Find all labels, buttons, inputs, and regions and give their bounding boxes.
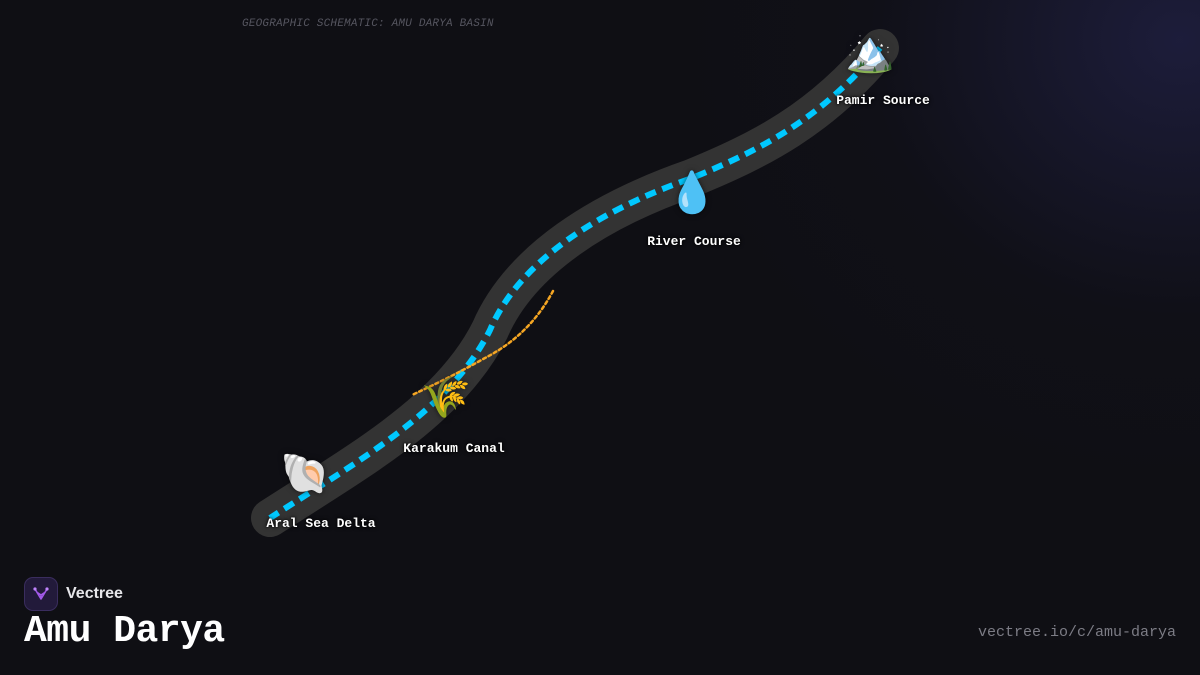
- river-flow-line: [268, 46, 883, 521]
- schematic-caption: GEOGRAPHIC SCHEMATIC: AMU DARYA BASIN: [242, 18, 494, 30]
- node-label-aral-sea-delta: Aral Sea Delta: [266, 516, 376, 531]
- share-url-link[interactable]: vectree.io/c/amu-darya: [977, 624, 1176, 641]
- vectree-fork-icon: [24, 577, 58, 611]
- river-channel: [251, 29, 899, 537]
- brand-name: Vectree: [66, 585, 123, 602]
- snow-capped-mountain-icon[interactable]: 🏔️: [845, 29, 895, 75]
- page-title: Amu Darya: [24, 610, 225, 653]
- wheat-sheaf-icon[interactable]: 🌾: [421, 375, 471, 421]
- droplet-icon[interactable]: 💧: [667, 170, 717, 216]
- spiral-shell-icon[interactable]: 🐚: [280, 451, 330, 497]
- karakum-canal-line: [410, 289, 555, 397]
- brand[interactable]: Vectree: [24, 577, 123, 611]
- node-label-pamir-source: Pamir Source: [836, 93, 930, 108]
- node-label-karakum-canal: Karakum Canal: [403, 441, 505, 456]
- node-label-river-course: River Course: [647, 234, 741, 249]
